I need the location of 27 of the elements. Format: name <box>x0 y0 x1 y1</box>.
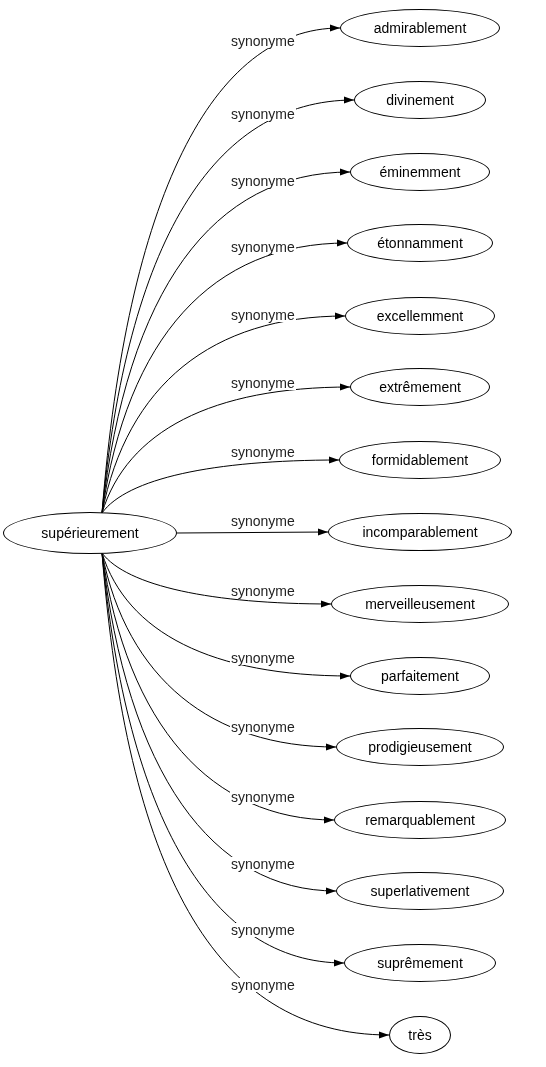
word-ellipse: superlativement <box>336 872 504 910</box>
arrow <box>176 528 329 536</box>
arrow <box>101 552 332 608</box>
word-ellipse: incomparablement <box>328 513 512 551</box>
edge-label: synonyme <box>230 789 296 804</box>
word-ellipse: éminemment <box>350 153 490 191</box>
word-ellipse: étonnamment <box>347 224 493 262</box>
arrow <box>101 456 340 514</box>
edge-label: synonyme <box>230 977 296 992</box>
word-ellipse: supérieurement <box>3 512 177 554</box>
edge-label: synonyme <box>230 106 296 121</box>
word-ellipse: excellemment <box>345 297 495 335</box>
edge-label: synonyme <box>230 856 296 871</box>
word-ellipse: suprêmement <box>344 944 496 982</box>
word-ellipse: remarquablement <box>334 801 506 839</box>
word-ellipse: très <box>389 1016 451 1054</box>
word-ellipse: divinement <box>354 81 486 119</box>
word-ellipse: parfaitement <box>350 657 490 695</box>
word-ellipse: prodigieusement <box>336 728 504 766</box>
word-ellipse: admirablement <box>340 9 500 47</box>
word-ellipse: extrêmement <box>350 368 490 406</box>
arrow <box>101 383 351 514</box>
word-ellipse: formidablement <box>339 441 501 479</box>
word-ellipse: merveilleusement <box>331 585 509 623</box>
edge-label: synonyme <box>230 34 296 49</box>
edge-label: synonyme <box>230 923 296 938</box>
arrow <box>101 552 390 1038</box>
